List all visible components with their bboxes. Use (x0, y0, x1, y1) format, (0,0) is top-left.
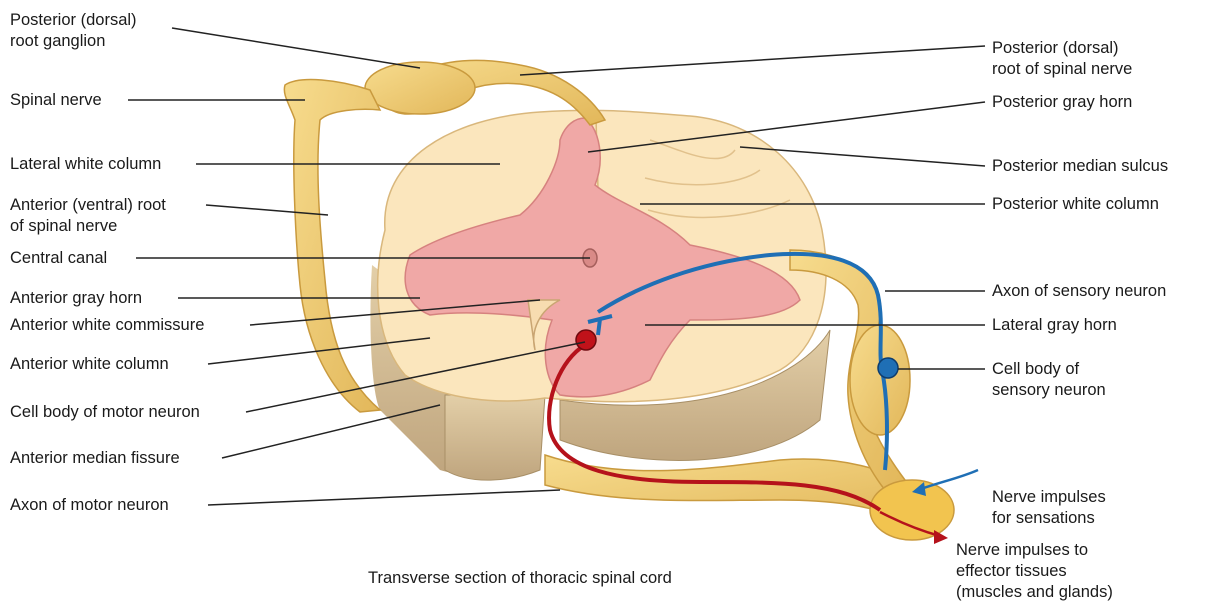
label-posterior-white-column: Posterior white column (992, 194, 1159, 215)
sensory-cell-body (878, 358, 898, 378)
label-posterior-gray-horn: Posterior gray horn (992, 92, 1132, 113)
label-anterior-root: Anterior (ventral) root of spinal nerve (10, 195, 166, 237)
label-anterior-white-column: Anterior white column (10, 354, 169, 375)
label-posterior-root-spinal-nerve: Posterior (dorsal) root of spinal nerve (992, 38, 1132, 80)
label-posterior-root-ganglion: Posterior (dorsal) root ganglion (10, 10, 137, 52)
figure-caption: Transverse section of thoracic spinal co… (368, 568, 672, 589)
label-cell-body-sensory-neuron: Cell body of sensory neuron (992, 359, 1106, 401)
label-axon-motor-neuron: Axon of motor neuron (10, 495, 169, 516)
label-anterior-median-fissure: Anterior median fissure (10, 448, 180, 469)
label-central-canal: Central canal (10, 248, 107, 269)
label-lateral-gray-horn: Lateral gray horn (992, 315, 1117, 336)
label-axon-sensory-neuron: Axon of sensory neuron (992, 281, 1166, 302)
label-spinal-nerve: Spinal nerve (10, 90, 102, 111)
label-nerve-impulses-effector: Nerve impulses to effector tissues (musc… (956, 540, 1113, 603)
label-posterior-median-sulcus: Posterior median sulcus (992, 156, 1168, 177)
label-anterior-white-commissure: Anterior white commissure (10, 315, 204, 336)
label-anterior-gray-horn: Anterior gray horn (10, 288, 142, 309)
motor-cell-body (576, 330, 596, 350)
label-lateral-white-column: Lateral white column (10, 154, 161, 175)
label-nerve-impulses-sensations: Nerve impulses for sensations (992, 487, 1106, 529)
label-cell-body-motor-neuron: Cell body of motor neuron (10, 402, 200, 423)
nerve-junction-shape (870, 480, 954, 540)
dorsal-root-ganglion-shape (365, 62, 475, 114)
